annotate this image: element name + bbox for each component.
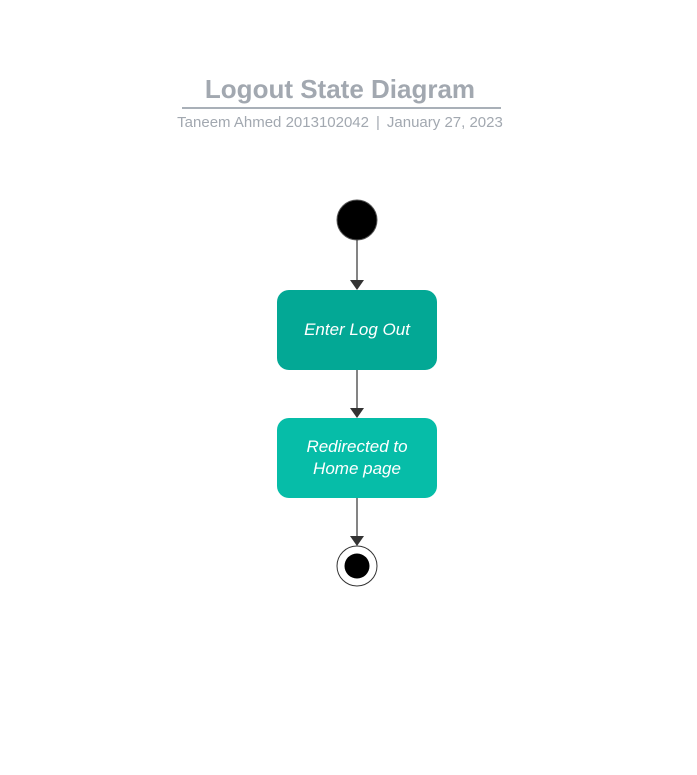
- subtitle-separator: |: [376, 114, 380, 131]
- diagram-title: Logout State Diagram: [204, 74, 476, 104]
- state-enter-log-out-label: Enter Log Out: [277, 319, 437, 341]
- state-label-line: Redirected to: [306, 437, 408, 456]
- state-enter-log-out[interactable]: [277, 290, 437, 370]
- state-label-line: Home page: [313, 459, 401, 478]
- initial-state-node[interactable]: [336, 199, 378, 241]
- title-underline: [182, 107, 501, 109]
- diagram-subtitle: Taneem Ahmed 2013102042 | January 27, 2023: [0, 114, 680, 132]
- state-redirected-home-label: Redirected to Home page: [277, 436, 437, 480]
- state-label-line: Enter Log Out: [304, 320, 410, 339]
- author-label: Taneem Ahmed 2013102042: [177, 114, 369, 131]
- date-label: January 27, 2023: [386, 114, 503, 131]
- state-redirected-home[interactable]: [277, 418, 437, 498]
- final-state-inner-dot: [344, 553, 370, 579]
